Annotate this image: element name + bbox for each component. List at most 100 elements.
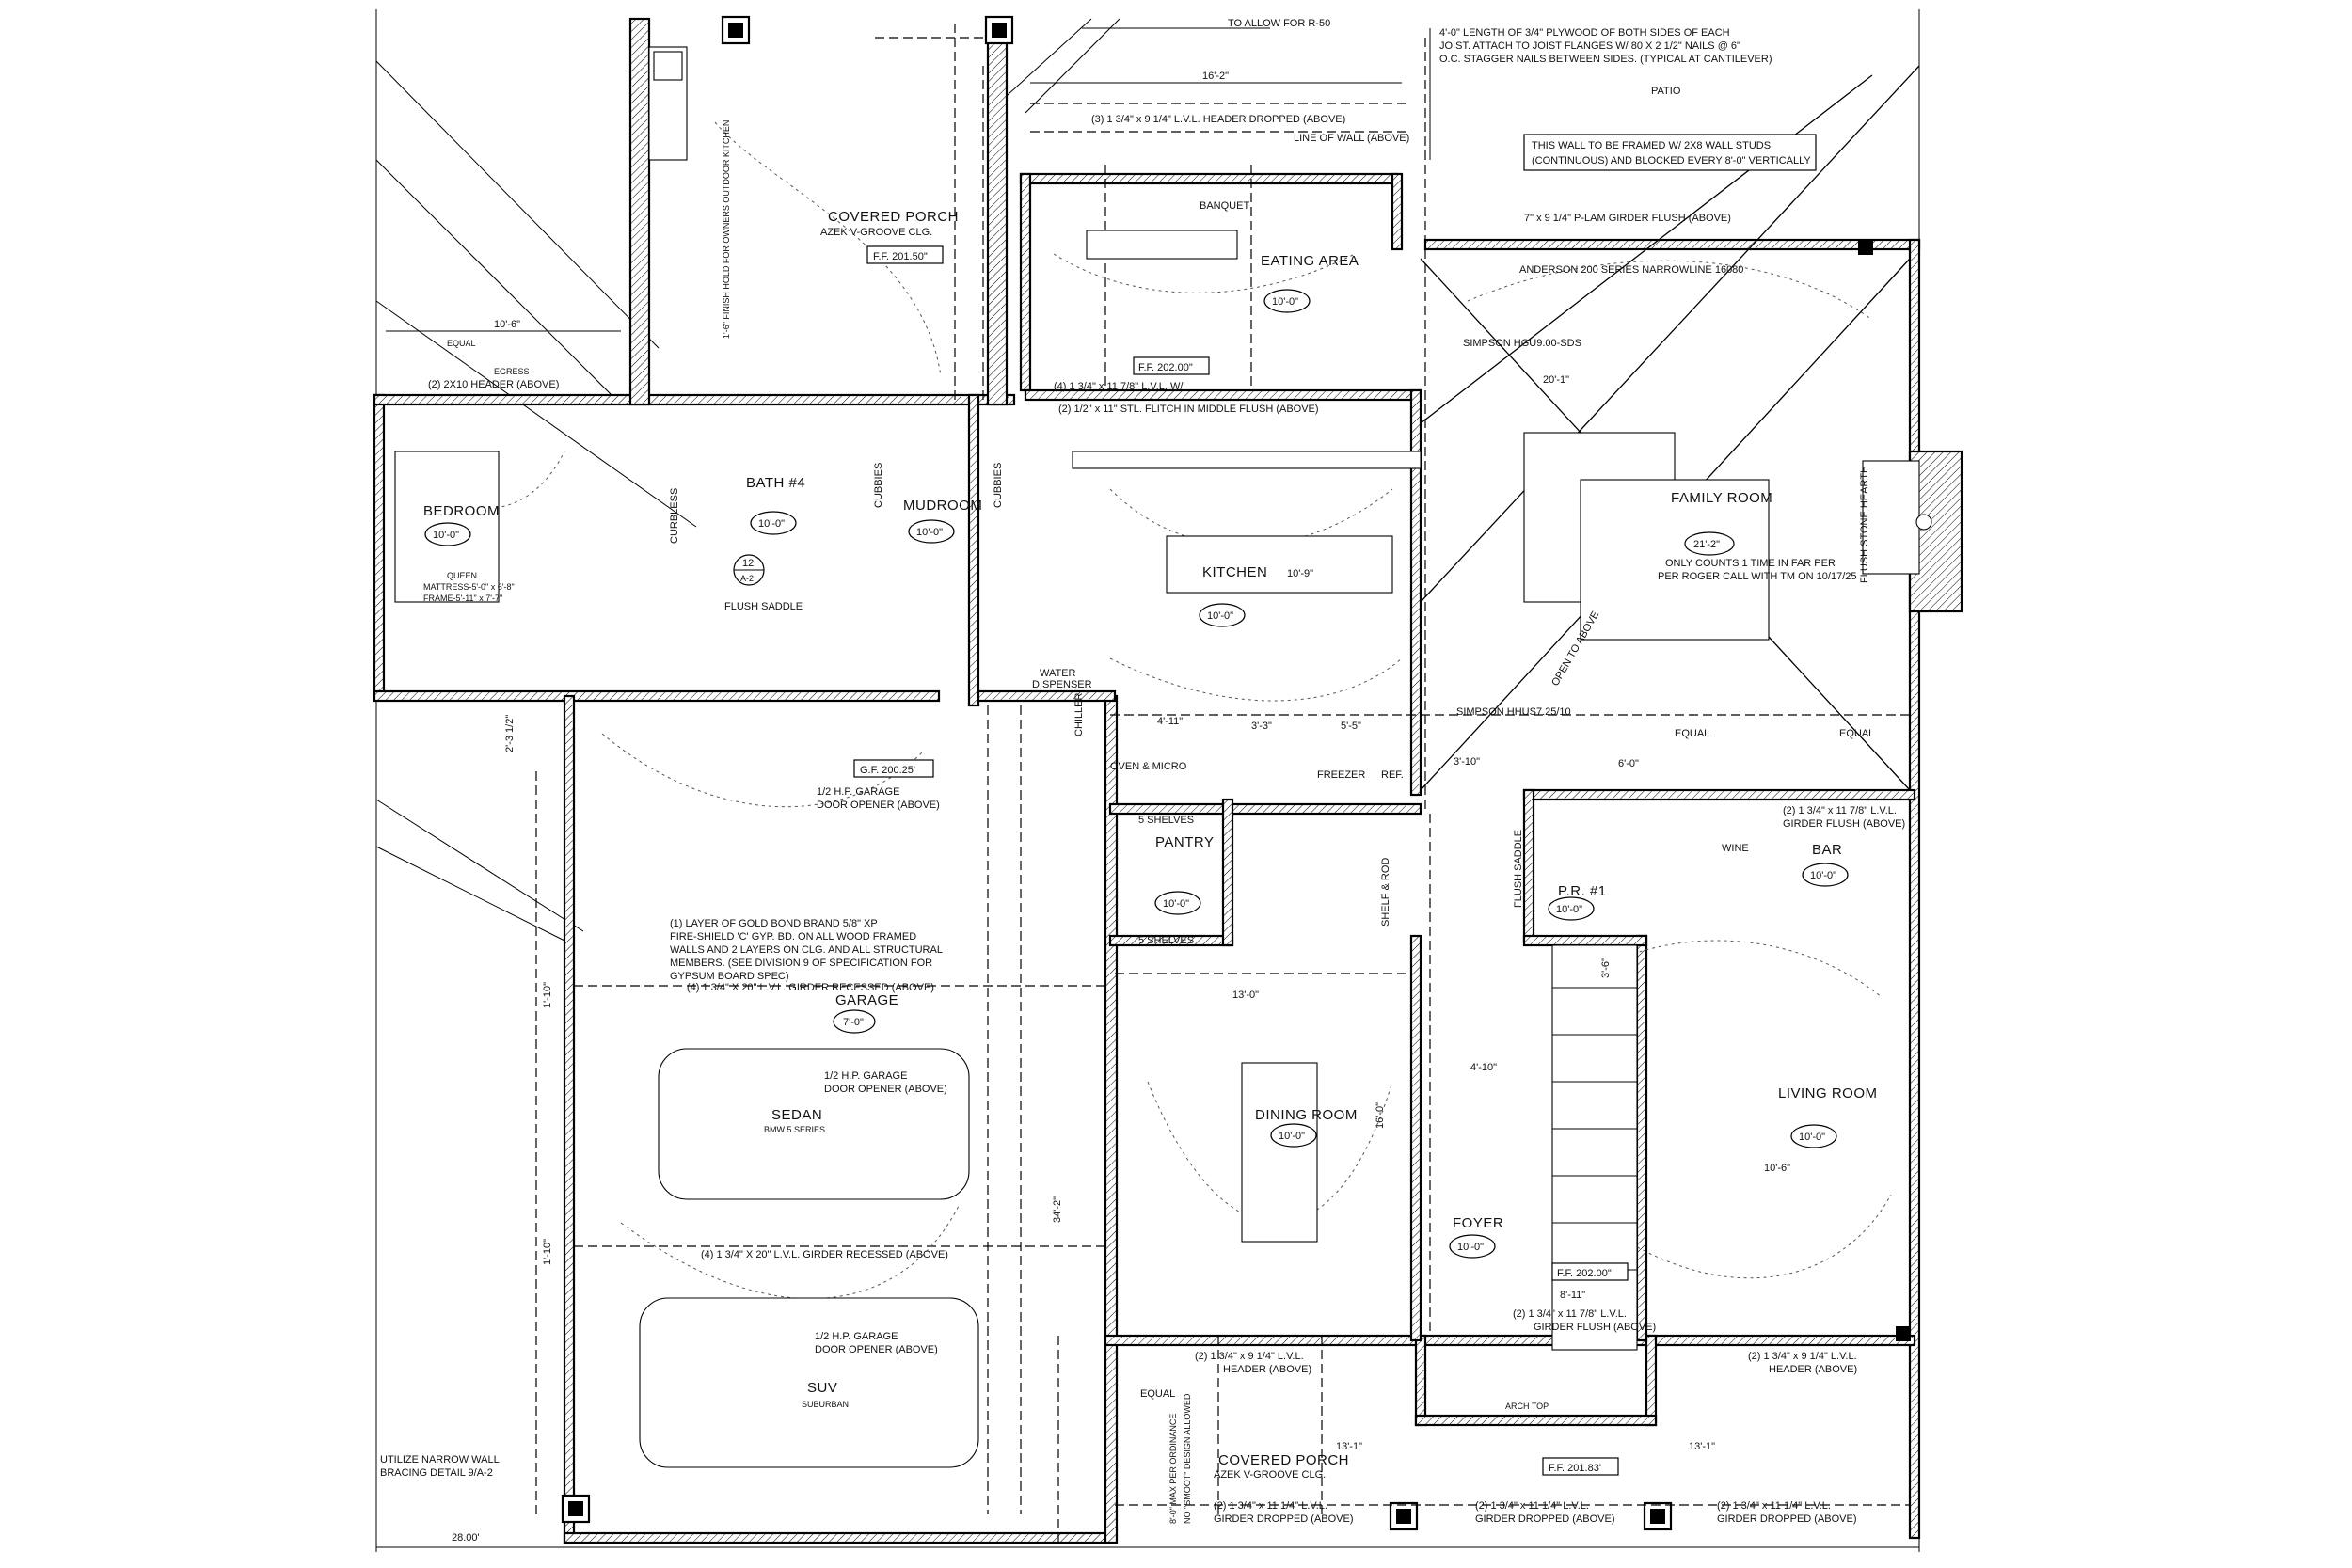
svg-text:10'-9": 10'-9" (1287, 568, 1313, 579)
svg-text:DOOR OPENER (ABOVE): DOOR OPENER (ABOVE) (824, 1084, 947, 1095)
svg-text:BANQUET: BANQUET (1200, 200, 1249, 212)
svg-text:20'-1": 20'-1" (1543, 374, 1569, 386)
svg-text:SIMPSON HGU9.00-SDS: SIMPSON HGU9.00-SDS (1463, 338, 1581, 349)
svg-text:EQUAL: EQUAL (1675, 728, 1709, 739)
bath4-label: BATH #4 (746, 475, 805, 491)
svg-text:NO "SMOOT" DESIGN ALLOWED: NO "SMOOT" DESIGN ALLOWED (1183, 1393, 1192, 1524)
svg-text:3'-10": 3'-10" (1454, 756, 1480, 768)
svg-text:GIRDER DROPPED (ABOVE): GIRDER DROPPED (ABOVE) (1214, 1513, 1354, 1525)
svg-text:GYPSUM BOARD SPEC): GYPSUM BOARD SPEC) (670, 971, 789, 982)
svg-text:(2) 1 3/4" x 11 1/4" L.V.L.: (2) 1 3/4" x 11 1/4" L.V.L. (1717, 1500, 1831, 1512)
open-to-above-cross (1420, 65, 1920, 791)
svg-text:(2) 1 3/4" x 11 7/8" L.V.L.: (2) 1 3/4" x 11 7/8" L.V.L. (1783, 805, 1897, 816)
svg-text:3'-6": 3'-6" (1600, 958, 1612, 978)
svg-text:F.F. 202.00": F.F. 202.00" (1557, 1268, 1612, 1279)
svg-text:10'-0": 10'-0" (1556, 904, 1582, 915)
dimension-strings: 16'-2" 10'-6" EQUAL 20'-1" 13'-0" 4'-11"… (386, 71, 1874, 1544)
svg-text:(4) 1 3/4" x 11 7/8" L.V.L. W/: (4) 1 3/4" x 11 7/8" L.V.L. W/ (1054, 381, 1184, 392)
svg-text:(CONTINUOUS) AND BLOCKED EVERY: (CONTINUOUS) AND BLOCKED EVERY 8'-0" VER… (1532, 155, 1811, 166)
svg-text:ONLY COUNTS 1 TIME IN FAR PER: ONLY COUNTS 1 TIME IN FAR PER (1665, 558, 1836, 569)
svg-text:21'-2": 21'-2" (1693, 539, 1720, 550)
svg-text:FLUSH SADDLE: FLUSH SADDLE (1513, 830, 1524, 908)
svg-text:F.F. 201.50": F.F. 201.50" (873, 251, 928, 262)
furniture (394, 46, 1932, 1486)
svg-text:F.F. 201.83': F.F. 201.83' (1549, 1463, 1601, 1474)
svg-text:(2) 1 3/4" x 11 7/8" L.V.L.: (2) 1 3/4" x 11 7/8" L.V.L. (1513, 1308, 1627, 1320)
svg-text:PATIO: PATIO (1651, 86, 1681, 97)
svg-text:EQUAL: EQUAL (447, 339, 476, 348)
svg-text:34'-2": 34'-2" (1052, 1196, 1063, 1223)
svg-text:10'-6": 10'-6" (1764, 1163, 1790, 1174)
room-labels: COVERED PORCH AZEK V-GROOVE CLG. F.F. 20… (423, 209, 1877, 1481)
columns (561, 15, 1911, 1531)
svg-text:DISPENSER: DISPENSER (1032, 679, 1092, 690)
svg-text:WINE: WINE (1722, 843, 1749, 854)
suv-outline (639, 1297, 979, 1468)
foyer-label: FOYER (1453, 1215, 1503, 1231)
svg-text:MATTRESS-5'-0" x 6'-8": MATTRESS-5'-0" x 6'-8" (423, 582, 515, 592)
svg-text:TO ALLOW FOR R-50: TO ALLOW FOR R-50 (1228, 18, 1330, 29)
svg-text:1'-10": 1'-10" (542, 1239, 553, 1265)
svg-text:ARCH TOP: ARCH TOP (1505, 1402, 1549, 1411)
svg-text:(2) 1 3/4" x 9 1/4" L.V.L.: (2) 1 3/4" x 9 1/4" L.V.L. (1748, 1351, 1857, 1362)
svg-text:MEMBERS. (SEE DIVISION 9 OF SP: MEMBERS. (SEE DIVISION 9 OF SPECIFICATIO… (670, 958, 932, 969)
powder-room-label: P.R. #1 (1558, 883, 1607, 899)
svg-text:BMW 5 SERIES: BMW 5 SERIES (764, 1125, 825, 1134)
svg-text:7" x 9 1/4" P-LAM GIRDER FLUSH: 7" x 9 1/4" P-LAM GIRDER FLUSH (ABOVE) (1524, 213, 1731, 224)
sedan-outline (658, 1048, 970, 1200)
svg-text:10'-0": 10'-0" (758, 518, 785, 530)
svg-text:3'-3": 3'-3" (1251, 721, 1272, 732)
svg-text:(3) 1 3/4" x 9 1/4" L.V.L. HEA: (3) 1 3/4" x 9 1/4" L.V.L. HEADER DROPPE… (1091, 114, 1345, 125)
svg-text:GIRDER DROPPED (ABOVE): GIRDER DROPPED (ABOVE) (1475, 1513, 1615, 1525)
svg-text:FIRE-SHIELD 'C' GYP. BD. ON AL: FIRE-SHIELD 'C' GYP. BD. ON ALL WOOD FRA… (670, 931, 916, 942)
svg-text:1/2 H.P. GARAGE: 1/2 H.P. GARAGE (824, 1070, 907, 1082)
svg-text:GIRDER FLUSH (ABOVE): GIRDER FLUSH (ABOVE) (1534, 1322, 1656, 1333)
svg-text:10'-0": 10'-0" (1810, 870, 1836, 881)
svg-text:G.F. 200.25': G.F. 200.25' (860, 765, 915, 776)
vehicle-labels: SEDAN BMW 5 SERIES SUV SUBURBAN (764, 1107, 849, 1409)
svg-text:A-2: A-2 (740, 574, 754, 583)
svg-text:(2) 1/2" x 11" STL. FLITCH IN: (2) 1/2" x 11" STL. FLITCH IN MIDDLE FLU… (1058, 404, 1319, 415)
svg-text:16'-0": 16'-0" (1375, 1102, 1386, 1129)
svg-text:2'-3 1/2": 2'-3 1/2" (504, 715, 516, 752)
svg-text:SUV: SUV (807, 1380, 837, 1396)
svg-text:WALLS AND 2 LAYERS ON CLG. AND: WALLS AND 2 LAYERS ON CLG. AND ALL STRUC… (670, 944, 943, 956)
svg-text:REF.: REF. (1381, 769, 1404, 781)
leader-lines (375, 18, 1431, 942)
svg-text:8'-0" MAX PER ORDINANCE: 8'-0" MAX PER ORDINANCE (1168, 1414, 1178, 1524)
svg-text:LINE OF WALL (ABOVE): LINE OF WALL (ABOVE) (1294, 133, 1409, 144)
svg-text:DOOR OPENER (ABOVE): DOOR OPENER (ABOVE) (815, 1344, 938, 1355)
bar-label: BAR (1812, 842, 1842, 858)
svg-text:CHILLER: CHILLER (1073, 692, 1085, 736)
svg-text:SHELF & ROD: SHELF & ROD (1380, 858, 1391, 927)
svg-text:(2) 1 3/4" x 9 1/4" L.V.L.: (2) 1 3/4" x 9 1/4" L.V.L. (1195, 1351, 1304, 1362)
svg-text:8'-11": 8'-11" (1560, 1290, 1585, 1301)
svg-text:AZEK V-GROOVE CLG.: AZEK V-GROOVE CLG. (820, 227, 932, 238)
garage-label: GARAGE (835, 992, 898, 1008)
svg-text:10'-0": 10'-0" (1457, 1242, 1484, 1253)
eating-area-label: EATING AREA (1261, 253, 1359, 269)
svg-text:DOOR OPENER (ABOVE): DOOR OPENER (ABOVE) (817, 800, 940, 811)
ceiling-tags (424, 289, 1849, 1259)
svg-text:10'-0": 10'-0" (433, 530, 459, 541)
svg-text:EQUAL: EQUAL (1839, 728, 1874, 739)
bedroom-label: BEDROOM (423, 503, 500, 519)
svg-text:(2) 1 3/4" x 11 1/4" L.V.L.: (2) 1 3/4" x 11 1/4" L.V.L. (1214, 1500, 1327, 1512)
svg-text:HEADER (ABOVE): HEADER (ABOVE) (1769, 1364, 1857, 1375)
svg-text:AZEK V-GROOVE CLG.: AZEK V-GROOVE CLG. (1214, 1469, 1326, 1481)
svg-text:SUBURBAN: SUBURBAN (802, 1400, 849, 1409)
svg-text:7'-0": 7'-0" (843, 1017, 864, 1028)
svg-text:13'-0": 13'-0" (1232, 990, 1259, 1001)
svg-text:12: 12 (742, 558, 754, 569)
svg-text:WATER: WATER (1040, 668, 1076, 679)
svg-text:THIS WALL TO BE FRAMED W/ 2X8: THIS WALL TO BE FRAMED W/ 2X8 WALL STUDS (1532, 140, 1771, 151)
svg-text:4'-11": 4'-11" (1157, 716, 1183, 727)
fixture-labels: FREEZER REF. OVEN & MICRO CHILLER 5 SHEL… (669, 200, 1749, 946)
exterior-walls (373, 17, 1963, 1544)
svg-text:CUBBIES: CUBBIES (993, 463, 1004, 508)
beam-lines (535, 24, 1915, 1543)
svg-text:UTILIZE NARROW WALL: UTILIZE NARROW WALL (380, 1454, 500, 1465)
svg-text:1'-6" FINISH HOLD FOR OWNERS O: 1'-6" FINISH HOLD FOR OWNERS OUTDOOR KIT… (722, 120, 731, 339)
svg-text:5 SHELVES: 5 SHELVES (1138, 815, 1194, 826)
